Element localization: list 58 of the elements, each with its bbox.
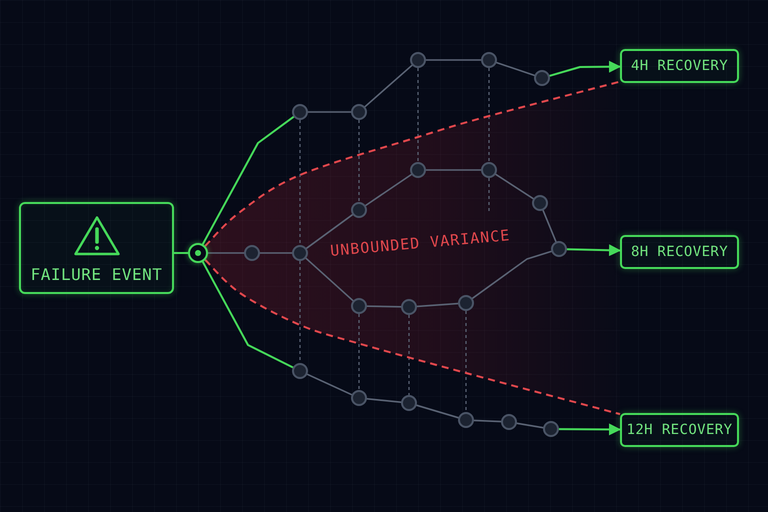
dotted-line: [417, 68, 419, 162]
connector-line: [472, 250, 552, 300]
outcome-box: [620, 49, 739, 83]
dotted-line: [358, 120, 360, 202]
connector-line: [202, 116, 295, 246]
step-circle: [501, 414, 517, 430]
connector-line: [425, 59, 482, 61]
dashed-line: [204, 80, 620, 247]
step-circle: [351, 104, 367, 120]
step-circle: [534, 70, 550, 86]
connector-line: [496, 62, 536, 76]
connector-line: [366, 305, 402, 308]
dotted-line: [358, 314, 360, 390]
outcome-box: [620, 413, 739, 447]
step-circle: [401, 395, 417, 411]
event-title: FAILURE EVENT: [30, 266, 162, 284]
connector-line: [425, 169, 482, 171]
connector-line: [542, 210, 557, 242]
connector-line: [416, 302, 459, 308]
outcome-label: 12H RECOVERY: [626, 422, 732, 438]
connector-line: [259, 252, 293, 254]
connector-line: [364, 174, 412, 206]
outcome-label: 8H RECOVERY: [630, 244, 728, 260]
connector-line: [364, 64, 413, 108]
connector-line: [173, 252, 189, 254]
step-circle: [292, 363, 308, 379]
step-circle: [410, 52, 426, 68]
step-circle: [458, 412, 474, 428]
dotted-line: [488, 178, 490, 214]
connector-line: [516, 422, 544, 428]
variance-label: UNBOUNDED VARIANCE: [330, 228, 511, 259]
connector-line: [416, 404, 460, 418]
connector-line: [207, 252, 245, 254]
step-circle: [351, 390, 367, 406]
event-box: [19, 202, 174, 294]
dotted-line: [408, 315, 410, 395]
arrow: [558, 423, 621, 436]
dotted-line: [488, 68, 490, 162]
arrow: [548, 60, 621, 77]
outcome-box: [620, 235, 739, 269]
connector-line: [494, 174, 534, 200]
step-circle: [481, 52, 497, 68]
connector-line: [306, 374, 352, 396]
connector-line: [305, 258, 354, 302]
origin-circle: [188, 243, 208, 263]
connector-line: [473, 420, 502, 422]
dotted-line: [299, 261, 301, 363]
step-circle: [292, 104, 308, 120]
connector-line: [307, 111, 352, 113]
connector-line: [306, 214, 354, 250]
arrow: [566, 244, 621, 256]
outcome-label: 4H RECOVERY: [630, 58, 728, 74]
dotted-line: [299, 120, 301, 245]
dotted-line: [465, 311, 467, 412]
connector-line: [366, 398, 402, 403]
dashed-line: [204, 259, 620, 416]
connector-line: [202, 260, 294, 368]
step-circle: [543, 421, 559, 437]
